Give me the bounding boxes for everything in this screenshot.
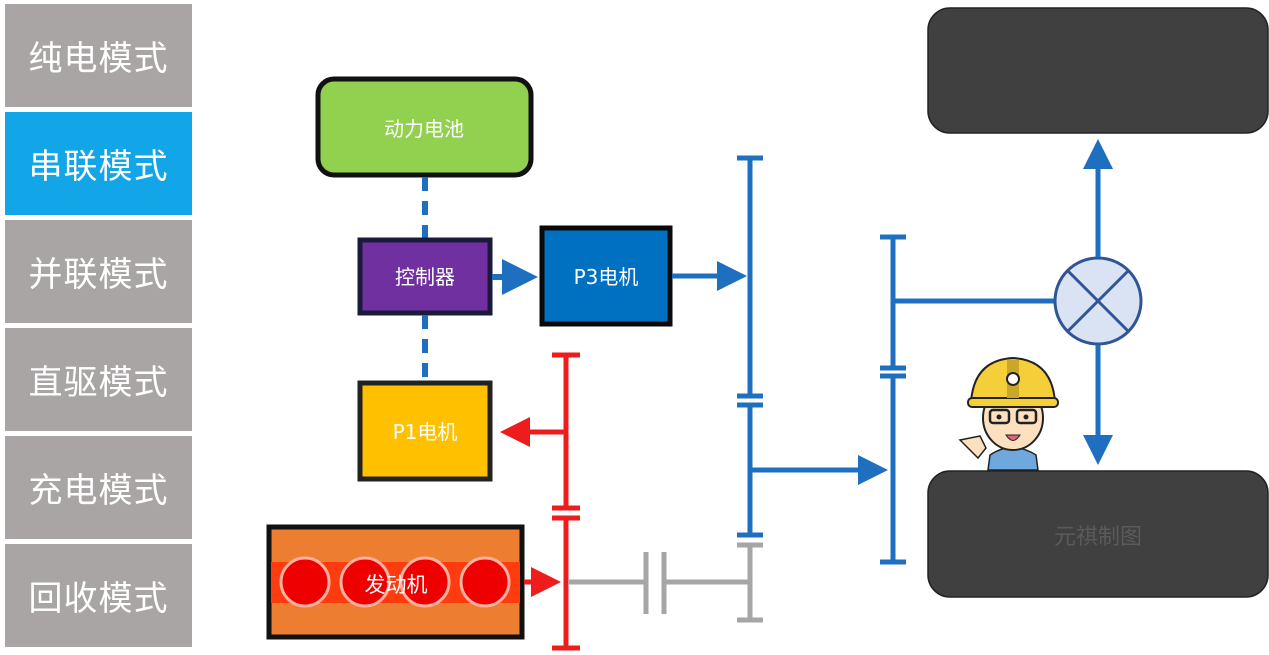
mode-button-regeneration[interactable]: 回收模式 (5, 544, 192, 647)
power-battery-box (315, 76, 534, 178)
mode-label: 充电模式 (28, 471, 169, 511)
rear-wheel (927, 470, 1269, 598)
p3-motor-box (539, 225, 673, 327)
engine-cylinder (399, 556, 451, 608)
mode-button-direct-drive[interactable]: 直驱模式 (5, 328, 192, 431)
mode-label: 串联模式 (28, 147, 169, 187)
mode-label: 并联模式 (28, 255, 169, 295)
engine: 发动机 (266, 524, 525, 640)
mode-button-charging[interactable]: 充电模式 (5, 436, 192, 539)
p3-gear-shaft (737, 155, 763, 538)
engine-gear-shaft (552, 352, 580, 651)
front-wheel (927, 7, 1269, 134)
mode-label: 纯电模式 (28, 39, 169, 79)
p1-motor-label: P1电机 (393, 420, 458, 444)
power-battery-label: 动力电池 (384, 117, 464, 141)
mode-label: 直驱模式 (28, 363, 169, 403)
final-drive-shaft (880, 234, 1055, 565)
engine-label: 发动机 (365, 573, 428, 597)
controller-label: 控制器 (395, 265, 455, 289)
p3-motor-label: P3电机 (574, 265, 639, 289)
mode-button-pure-electric[interactable]: 纯电模式 (5, 4, 192, 107)
engineer-mascot-icon (958, 356, 1059, 471)
differential-icon (1053, 256, 1143, 346)
mode-label: 回收模式 (28, 579, 169, 619)
mode-button-parallel[interactable]: 并联模式 (5, 220, 192, 323)
watermark-text: 元祺制图 (1054, 525, 1142, 550)
p1-motor-box (357, 380, 493, 482)
mode-button-series[interactable]: 串联模式 (5, 112, 192, 215)
engine-cylinder (279, 556, 331, 608)
clutch-shaft (568, 542, 763, 623)
engine-cylinder (339, 556, 391, 608)
engine-cylinder (459, 556, 511, 608)
controller-box (357, 237, 493, 316)
